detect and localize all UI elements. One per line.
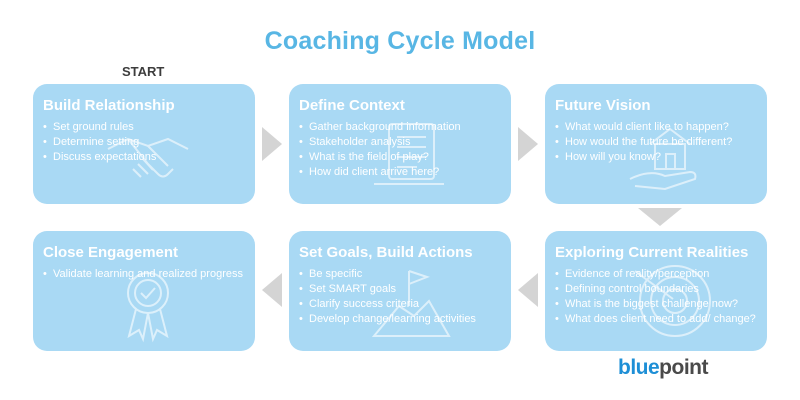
step-title: Close Engagement [43,244,179,261]
list-item: Validate learning and realized progress [43,267,245,282]
arrow-right-icon [518,127,538,161]
start-label: START [122,64,165,79]
step-title: Exploring Current Realities [555,244,749,261]
list-item: How would the future be different? [555,135,757,150]
bluepoint-logo: bluepoint [618,356,708,379]
step-build-relationship: Build Relationship Set ground rules Dete… [33,84,255,204]
page-title: Coaching Cycle Model [264,27,536,55]
list-item: Determine setting [43,135,245,150]
step-bullets: Evidence of reality/perception Defining … [555,267,757,327]
list-item: What is the biggest challenge now? [555,297,757,312]
list-item: How did client arrive here? [299,165,501,180]
step-title: Future Vision [555,97,651,114]
step-title: Define Context [299,97,405,114]
step-bullets: What would client like to happen? How wo… [555,120,757,165]
list-item: Develop change/learning activities [299,312,501,327]
step-title: Build Relationship [43,97,175,114]
list-item: Set ground rules [43,120,245,135]
list-item: What would client like to happen? [555,120,757,135]
list-item: Clarify success criteria [299,297,501,312]
step-exploring-current-realities: Exploring Current Realities Evidence of … [545,231,767,351]
list-item: Gather background information [299,120,501,135]
step-future-vision: Future Vision What would client like to … [545,84,767,204]
arrow-right-icon [262,127,282,161]
list-item: How will you know? [555,150,757,165]
list-item: Discuss expectations [43,150,245,165]
list-item: Evidence of reality/perception [555,267,757,282]
step-close-engagement: Close Engagement Validate learning and r… [33,231,255,351]
list-item: Defining control boundaries [555,282,757,297]
arrow-left-icon [518,273,538,307]
step-bullets: Gather background information Stakeholde… [299,120,501,180]
list-item: Be specific [299,267,501,282]
award-ribbon-icon [127,272,169,343]
step-set-goals-build-actions: Set Goals, Build Actions Be specific Set… [289,231,511,351]
step-define-context: Define Context Gather background informa… [289,84,511,204]
step-bullets: Validate learning and realized progress [43,267,245,282]
step-bullets: Set ground rules Determine setting Discu… [43,120,245,165]
arrow-left-icon [262,273,282,307]
list-item: Set SMART goals [299,282,501,297]
list-item: What is the field of play? [299,150,501,165]
step-bullets: Be specific Set SMART goals Clarify succ… [299,267,501,327]
arrow-down-icon [638,208,682,226]
step-title: Set Goals, Build Actions [299,244,473,261]
list-item: Stakeholder analysis [299,135,501,150]
list-item: What does client need to add/ change? [555,312,757,327]
